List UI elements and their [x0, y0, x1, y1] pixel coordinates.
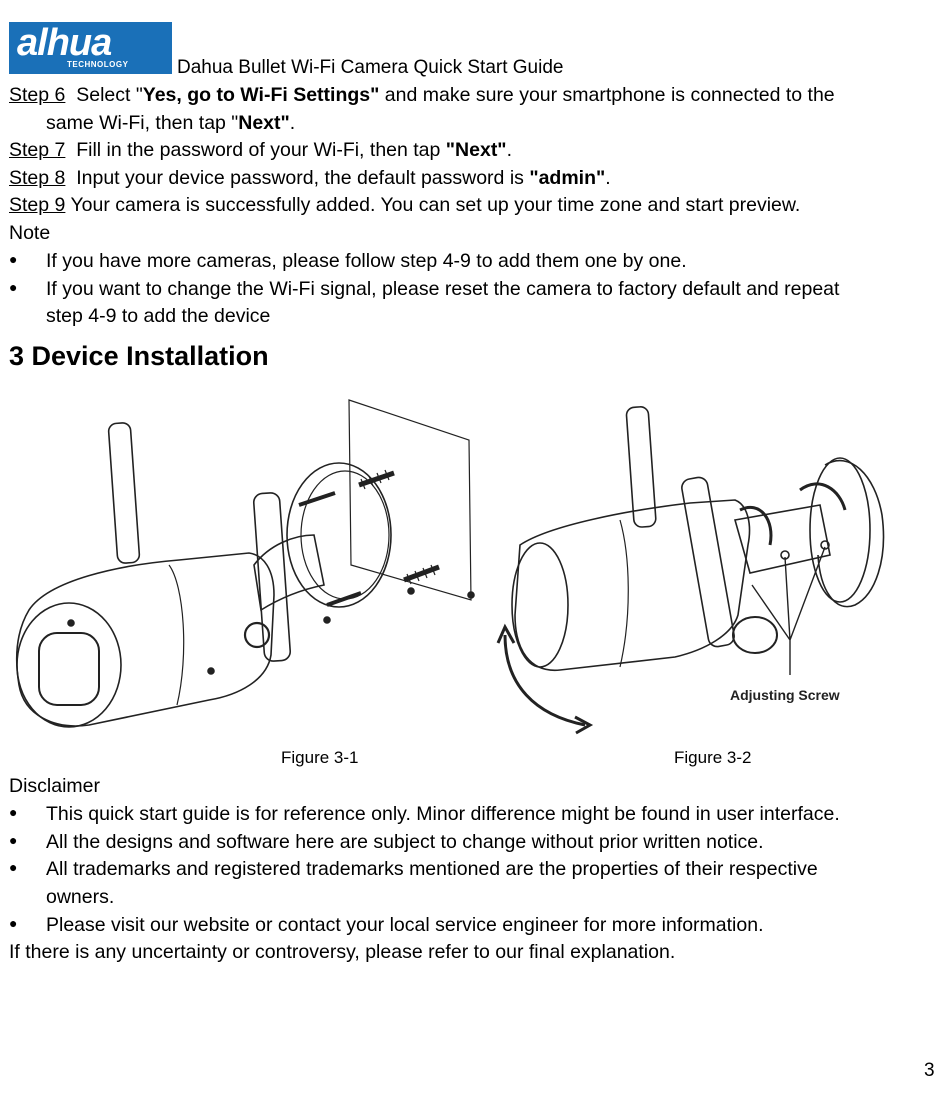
screw-hole — [323, 616, 331, 624]
antenna-front — [681, 476, 735, 648]
rotation-arrow — [739, 506, 773, 546]
note-item: If you have more cameras, please follow … — [46, 250, 687, 272]
antenna-rear — [625, 406, 657, 528]
note-title: Note — [9, 222, 51, 244]
logo-subtext: TECHNOLOGY — [67, 60, 129, 69]
arrow-head — [496, 623, 516, 644]
step-label: Step 7 — [9, 139, 66, 161]
header-title: Dahua Bullet Wi-Fi Camera Quick Start Gu… — [177, 57, 564, 78]
mount-base — [286, 462, 392, 608]
note-item: If you want to change the Wi-Fi signal, … — [46, 278, 840, 300]
step-label: Step 6 — [9, 84, 66, 106]
antenna-front — [252, 492, 292, 662]
screw-upper — [358, 469, 395, 490]
note-item-continuation: step 4-9 to add the device — [46, 305, 271, 327]
step-8: Step 8 Input your device password, the d… — [9, 167, 611, 189]
camera-seam — [168, 564, 185, 706]
camera-front-face — [511, 542, 569, 668]
figure-3-2-illustration: Adjusting Screw — [496, 406, 885, 735]
bracket-arm — [733, 504, 831, 574]
step-label: Step 9 — [9, 194, 66, 216]
camera-lens-window — [38, 632, 100, 706]
bullet-icon: ● — [9, 251, 18, 267]
step-6: Step 6 Select "Yes, go to Wi-Fi Settings… — [9, 84, 835, 106]
bracket-arm — [253, 534, 325, 612]
adjust-screw — [820, 540, 830, 550]
disclaimer-item: This quick start guide is for reference … — [46, 803, 840, 825]
logo-wordmark: alhua — [17, 22, 112, 64]
bullet-icon: ● — [9, 915, 18, 931]
label-pointer — [751, 546, 826, 675]
figure-3-2-caption: Figure 3-2 — [674, 748, 752, 767]
tilt-arrow — [503, 634, 586, 727]
step-label: Step 8 — [9, 167, 66, 189]
bullet-icon: ● — [9, 832, 18, 848]
dahua-logo: alhua TECHNOLOGY — [9, 22, 172, 74]
arrow-head — [574, 715, 594, 735]
step-7: Step 7 Fill in the password of your Wi-F… — [9, 139, 512, 161]
page-header: alhua TECHNOLOGY Dahua Bullet Wi-Fi Came… — [9, 22, 709, 78]
wall-hole — [467, 591, 475, 599]
camera-screw — [207, 667, 215, 675]
step-9: Step 9 Your camera is successfully added… — [9, 194, 801, 216]
section-title: 3 Device Installation — [9, 341, 269, 371]
camera-indicator — [67, 619, 75, 627]
adjusting-screw-label: Adjusting Screw — [730, 687, 840, 703]
bullet-icon: ● — [9, 804, 18, 820]
disclaimer-item: All trademarks and registered trademarks… — [46, 858, 818, 880]
wall-surface — [348, 399, 472, 601]
camera-seam — [619, 519, 629, 668]
camera-connector — [243, 621, 271, 649]
camera-body — [15, 552, 275, 727]
disclaimer-item: All the designs and software here are su… — [46, 831, 764, 853]
disclaimer-item: Please visit our website or contact your… — [46, 914, 764, 936]
bullet-icon: ● — [9, 859, 18, 875]
camera-front-face — [16, 602, 122, 728]
mount-screw — [298, 491, 336, 507]
mount-screw — [326, 591, 362, 607]
rotation-arrow — [799, 482, 847, 511]
disclaimer-title: Disclaimer — [9, 775, 101, 797]
wall-mount-face — [809, 457, 871, 603]
disclaimer-item-continuation: owners. — [46, 886, 115, 908]
screw-lower — [403, 564, 440, 585]
wall-mount — [817, 459, 885, 608]
step-6-continuation: same Wi-Fi, then tap "Next". — [46, 112, 296, 134]
figure-3-1-caption: Figure 3-1 — [281, 748, 359, 767]
page-number: 3 — [924, 1060, 935, 1081]
antenna-rear — [107, 422, 141, 564]
bullet-icon: ● — [9, 279, 18, 295]
wall-hole — [407, 587, 415, 595]
disclaimer-footer: If there is any uncertainty or controver… — [9, 941, 676, 963]
rotation-ring — [732, 616, 778, 654]
figure-3-1-illustration — [15, 399, 475, 728]
